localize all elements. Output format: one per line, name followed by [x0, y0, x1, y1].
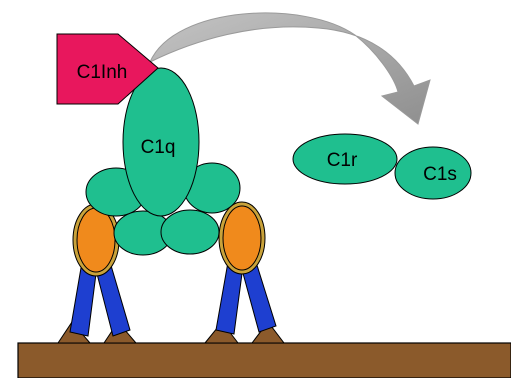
- cell-surface: [17, 342, 511, 378]
- antibody-left: [57, 261, 138, 344]
- c1-inhibitor: [56, 33, 159, 105]
- c1s: [394, 146, 472, 200]
- antigen-left: [72, 203, 120, 277]
- c1q-stalk: [122, 67, 200, 217]
- c1inh-label: C1Inh: [77, 62, 128, 83]
- c1r-label: C1r: [327, 150, 358, 171]
- curved-arrow-icon: [148, 12, 431, 125]
- antigen-right: [218, 201, 266, 275]
- c1r: [292, 133, 398, 185]
- c1q-label: C1q: [141, 137, 176, 158]
- c1s-label: C1s: [423, 164, 457, 185]
